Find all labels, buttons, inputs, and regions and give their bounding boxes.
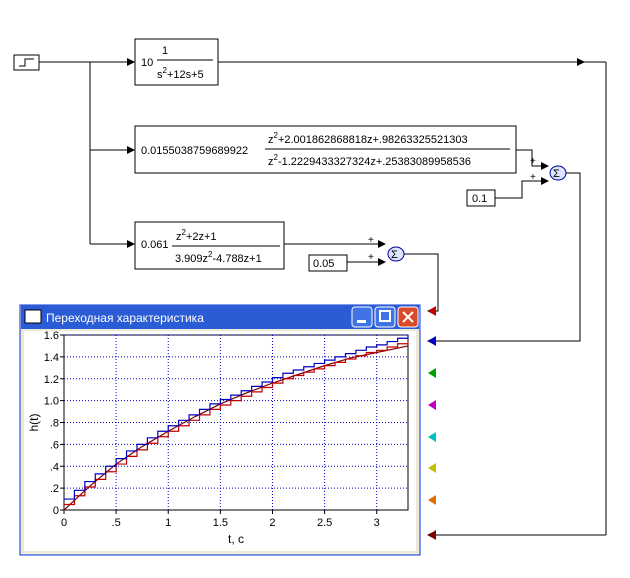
minimize-icon [357,320,366,323]
svg-text:Σ: Σ [391,249,398,261]
port-marker-3 [428,368,436,378]
series-line-3 [64,335,409,500]
x-tick-label: 1 [165,517,171,529]
maximize-button[interactable] [374,306,396,328]
x-tick-label: .5 [112,517,121,529]
scope-input-ports [428,306,436,540]
y-tick-label: 1.2 [44,374,59,386]
y-tick-label: .4 [50,461,59,473]
svg-text:+: + [530,156,536,167]
x-tick-label: 2.5 [317,517,332,529]
port-marker-7 [428,495,436,505]
x-tick-label: 2 [269,517,275,529]
port-marker-5 [428,432,436,442]
svg-text:+: + [530,172,536,183]
constant-block-1[interactable]: 0.1 [466,189,496,207]
summer-block-2[interactable]: + + Σ [368,235,405,263]
window-app-icon [24,309,42,324]
tf1-numerator: 1 [162,45,168,57]
tf2-numerator: z2+2.001862868818z+.98263325521303 [268,131,468,146]
x-axis-label: t, c [228,532,244,546]
x-tick-label: 3 [374,517,380,529]
y-axis-label: h(t) [27,413,41,431]
step-response-chart: 0 .5 1 1.5 2 2.5 3 0 .2 .4 .6 .8 1.0 1.2 1.4 1.6 t, c h(t… [27,330,409,546]
constant-block-2[interactable]: 0.05 [308,254,348,272]
y-tick-label: 1.4 [44,352,59,364]
x-tick-label: 0 [61,517,67,529]
y-tick-label: .2 [50,483,59,495]
summer-block-1[interactable]: + + Σ [530,156,567,183]
tf3-denominator: 3.909z2-4.788z+1 [175,250,262,265]
transfer-function-block-3[interactable]: 0.061 z2+2z+1 3.909z2-4.788z+1 [134,221,285,270]
tf2-gain: 0.0155038759689922 [141,145,248,157]
transfer-function-block-1[interactable]: 10 1 s2+12s+5 [134,38,219,86]
minimize-button[interactable] [351,306,373,328]
svg-text:0.05: 0.05 [313,258,334,270]
y-tick-label: 1.0 [44,396,59,408]
port-marker-4 [428,400,436,410]
tf3-gain: 0.061 [141,239,169,251]
svg-text:+: + [368,235,374,246]
svg-text:+: + [368,252,374,263]
series-line-2 [64,340,409,506]
transfer-function-block-2[interactable]: 0.0155038759689922 z2+2.001862868818z+.9… [134,125,517,174]
svg-text:Σ: Σ [553,168,560,180]
y-tick-label: 1.6 [44,330,59,342]
x-tick-label: 1.5 [213,517,228,529]
tf1-denominator: s2+12s+5 [157,66,204,81]
y-tick-label: .8 [50,418,59,430]
tf1-gain: 10 [141,57,153,69]
port-marker-6 [428,463,436,473]
tf3-numerator: z2+2z+1 [176,228,217,243]
svg-text:0.1: 0.1 [472,193,487,205]
port-marker-2 [428,336,436,346]
port-marker-8 [428,530,436,540]
close-button[interactable] [397,306,419,328]
y-tick-label: .6 [50,439,59,451]
port-marker-1 [428,306,436,316]
window-title: Переходная характеристика [46,311,204,325]
step-source-block[interactable] [13,54,40,71]
y-tick-label: 0 [53,505,59,517]
tf2-denominator: z2-1.2229433327324z+.25383089958536 [268,153,471,168]
close-icon [402,311,414,323]
maximize-icon [379,310,391,322]
